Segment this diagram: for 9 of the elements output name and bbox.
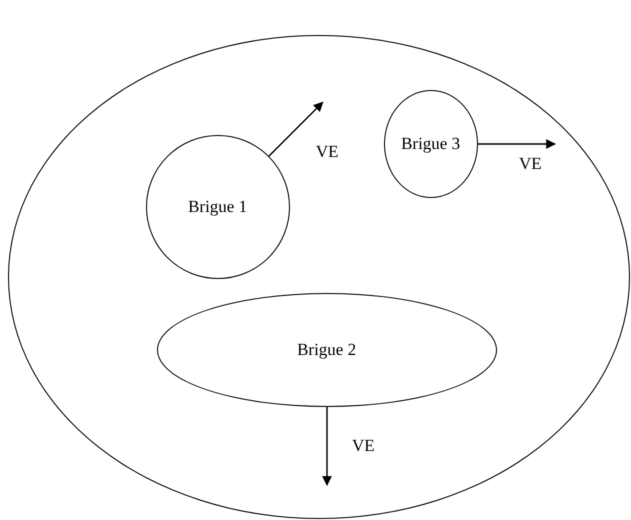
node-label: Brigue 3: [401, 134, 460, 154]
circle-node: [146, 134, 290, 279]
ellipse-node: [384, 90, 478, 198]
arrow: [478, 139, 556, 149]
ellipse-node: [156, 292, 497, 407]
node-label: Brigue 2: [297, 340, 356, 360]
arrow: [268, 102, 324, 157]
node-label: Brigue 1: [188, 196, 248, 217]
arrow: [322, 407, 332, 486]
